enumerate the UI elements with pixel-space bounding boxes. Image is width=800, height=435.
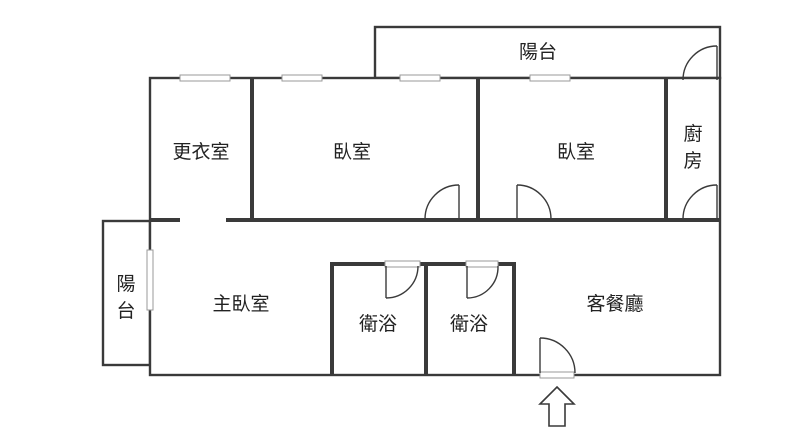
label-dressing-room: 更衣室 xyxy=(172,141,229,163)
label-bathroom-1: 衛浴 xyxy=(359,313,397,335)
label-bedroom-2: 臥室 xyxy=(557,141,595,163)
label-master-bedroom: 主臥室 xyxy=(212,293,269,315)
balcony-left-outline xyxy=(101,219,152,367)
label-bathroom-2: 衛浴 xyxy=(450,313,488,335)
label-bedroom-1: 臥室 xyxy=(333,141,371,163)
main-outline xyxy=(148,76,722,377)
label-kitchen-2: 房 xyxy=(683,150,702,172)
label-living-dining: 客餐廳 xyxy=(586,293,643,315)
entrance-arrow-icon xyxy=(538,385,576,427)
interior-walls xyxy=(150,78,720,375)
windows xyxy=(146,74,571,311)
label-balcony-left-1: 陽 xyxy=(116,273,135,295)
label-balcony-top: 陽台 xyxy=(519,41,557,63)
balcony-top-outline xyxy=(373,25,722,80)
label-balcony-left-2: 台 xyxy=(116,300,135,322)
doors xyxy=(384,45,718,379)
label-kitchen-1: 廚 xyxy=(683,122,702,145)
